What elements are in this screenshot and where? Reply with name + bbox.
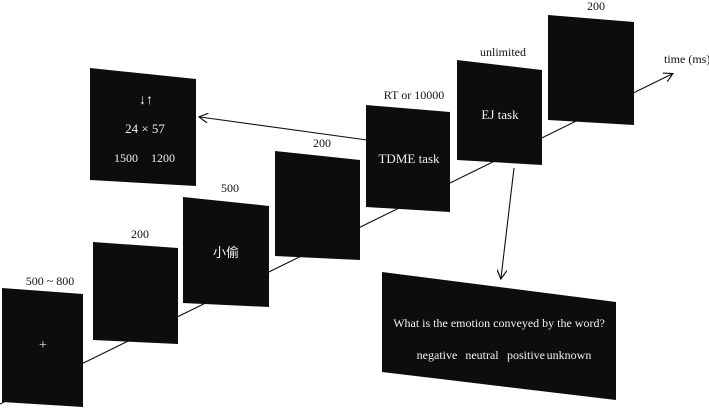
fixation-screen <box>2 288 83 407</box>
word-screen <box>183 197 269 307</box>
time-axis-label: time (ms) <box>664 52 709 66</box>
blank-screen-1 <box>93 242 178 344</box>
ej-option-neutral: neutral <box>465 348 499 362</box>
blank-screen-2 <box>275 151 360 260</box>
ej-option-positive: positive <box>507 348 545 362</box>
tdme-option-right: 1200 <box>151 151 175 165</box>
tdme-duration: RT or 10000 <box>384 88 444 102</box>
ej-option-unknown: unknown <box>547 348 592 362</box>
ej-task-label: EJ task <box>481 107 519 122</box>
blank-screen-3 <box>548 15 634 125</box>
tdme-task-screen <box>366 105 450 212</box>
ej-detail-arrow <box>501 167 515 278</box>
ej-option-negative: negative <box>417 348 458 362</box>
tdme-task-label: TDME task <box>378 151 440 166</box>
blank-1-duration: 200 <box>131 227 149 241</box>
ej-task-screen <box>457 60 542 165</box>
blank-2-duration: 200 <box>313 136 331 150</box>
tdme-option-left: 1500 <box>114 151 138 165</box>
tdme-detail-panel <box>90 68 196 186</box>
ej-question: What is the emotion conveyed by the word… <box>393 316 605 330</box>
tdme-detail-arrow <box>200 117 368 141</box>
tdme-arrow-keys: ↓↑ <box>139 93 153 108</box>
word-stimulus: 小偷 <box>213 245 239 260</box>
blank-3-duration: 200 <box>587 0 605 13</box>
ej-duration: unlimited <box>480 45 526 59</box>
ej-detail-panel <box>382 272 616 400</box>
tdme-problem: 24 × 57 <box>125 121 165 136</box>
fixation-duration: 500 ~ 800 <box>26 274 75 288</box>
fixation-cross: + <box>39 338 47 353</box>
word-duration: 500 <box>221 181 239 195</box>
